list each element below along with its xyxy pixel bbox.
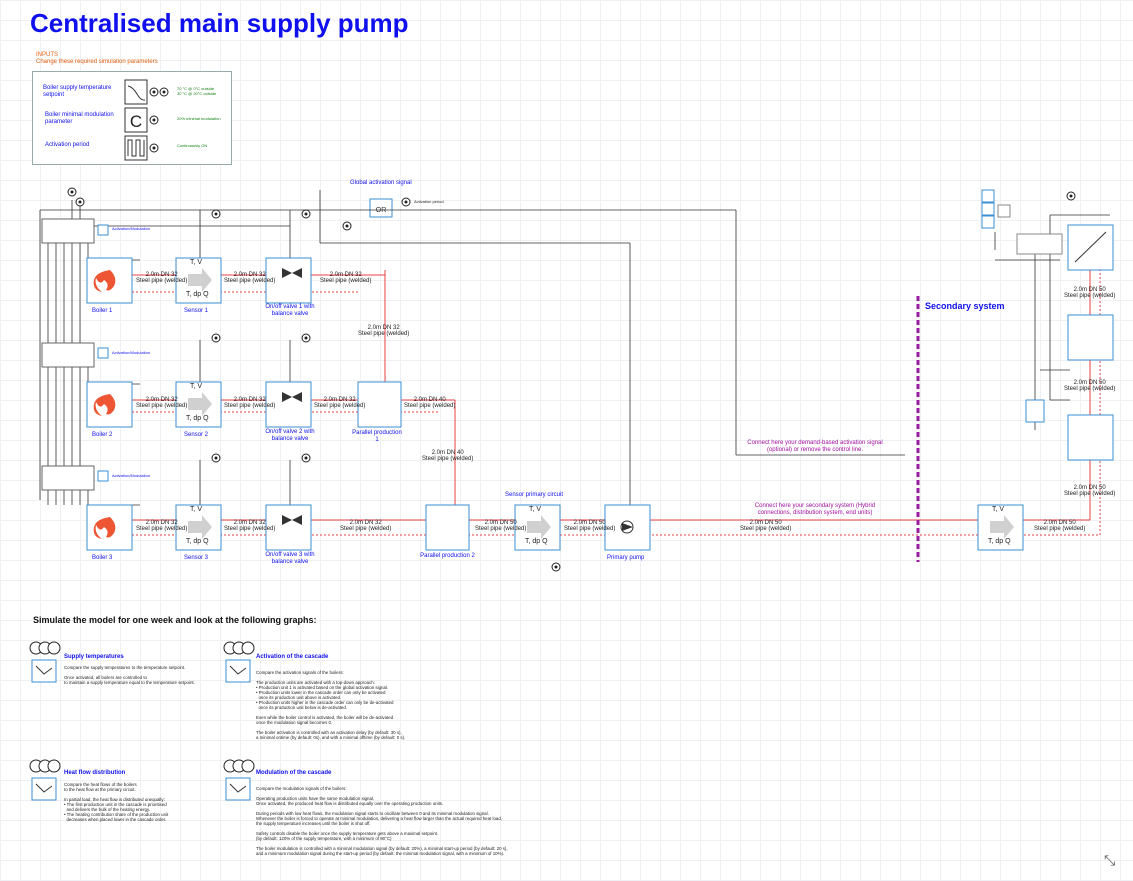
control-connectors[interactable] (67, 187, 1076, 572)
sensor-symbol: T, dp Q (988, 538, 1011, 545)
inputs-header: INPUTS Change these required simulation … (36, 52, 158, 66)
valve-label-3: On/off valve 3 with balance valve (265, 552, 315, 565)
controller-text-3: Activation/Modulation (112, 473, 151, 478)
card-desc-heatflow: Compare the heat flows of the boilers to… (64, 782, 169, 822)
control-lines (39, 190, 1110, 540)
boiler-label-3: Boiler 3 (92, 555, 113, 561)
return-lines (100, 245, 1101, 536)
connect-secondary-note: Connect here your secondary system (Hybr… (754, 503, 876, 516)
controller-text-2: Activation/Modulation (112, 350, 151, 355)
controller-text-1: Activation/Modulation (112, 226, 151, 231)
parallel-label-2: Parallel production 2 (420, 553, 475, 559)
input-blocks: C (124, 79, 169, 161)
graph-icon-modulation[interactable] (222, 758, 256, 804)
sensor-symbol: T, V (190, 506, 203, 513)
card-desc-activation: Compare the activation signals of the bo… (256, 670, 406, 740)
graph-icon-heatflow[interactable] (28, 758, 62, 804)
graph-icon-supply[interactable] (28, 640, 62, 686)
input-label-setpoint: Boiler supply temperature setpoint (43, 85, 112, 98)
boiler-row-2 (86, 381, 402, 428)
card-title-heatflow: Heat flow distribution (64, 770, 126, 776)
graph-icon-activation[interactable] (222, 640, 256, 686)
curve-icon[interactable] (124, 79, 169, 105)
sensor-label-3: Sensor 3 (184, 555, 209, 561)
parallel-label-1: Parallel production 1 (352, 430, 402, 443)
activation-period-tag: Activation period (414, 199, 444, 204)
valve-label-1: On/off valve 1 with balance valve (265, 304, 315, 317)
primary-pump-label: Primary pump (607, 555, 645, 561)
boiler-controllers[interactable] (41, 218, 109, 491)
sensor-primary-label: Sensor primary circuit (505, 492, 564, 498)
valve-label-2: On/off valve 2 with balance valve (265, 429, 315, 442)
sensor-symbol: T, V (992, 506, 1005, 513)
page-title: Centralised main supply pump (30, 8, 409, 38)
secondary-blocks (981, 189, 1114, 461)
global-activation-block[interactable]: OR (369, 198, 393, 218)
sensor-symbol: T, V (529, 506, 542, 513)
secondary-system-label: Secondary system (925, 301, 1005, 311)
input-label-activation: Activation period (45, 142, 90, 148)
sensor-label-1: Sensor 1 (184, 308, 209, 314)
input-value-activation: Continuously ON (177, 143, 208, 148)
input-label-modulation: Boiler minimal modulation parameter (45, 112, 114, 125)
card-title-modulation: Modulation of the cascade (256, 770, 332, 776)
card-desc-modulation: Compare the modulation signals of the bo… (256, 786, 508, 856)
inputs-panel: Boiler supply temperature setpoint Boile… (32, 71, 232, 165)
flame-icon (93, 270, 116, 292)
svg-text:OR: OR (376, 207, 387, 214)
card-title-activation: Activation of the cascade (256, 654, 329, 660)
pulse-icon[interactable] (124, 135, 159, 161)
sensor-symbol: T, dp Q (186, 415, 209, 422)
input-value-setpoint: 70 °C @ 0°C outside 30 °C @ 20°C outside (177, 86, 217, 96)
valve-icon (282, 268, 292, 278)
sensor-symbol: T, dp Q (186, 538, 209, 545)
sensor-symbol: T, dp Q (186, 291, 209, 298)
boiler-row-1 (86, 257, 312, 304)
sensor-arrows (188, 268, 1014, 539)
inputs-header-title: INPUTS (36, 52, 59, 58)
collapse-icon[interactable]: ⤡ (1104, 852, 1116, 868)
boiler-label-1: Boiler 1 (92, 308, 113, 314)
sensor-symbol: T, dp Q (525, 538, 548, 545)
sensor-label-2: Sensor 2 (184, 432, 209, 438)
input-value-modulation: 20% minimal modulation (177, 116, 221, 121)
connect-activation-note: Connect here your demand-based activatio… (747, 440, 883, 453)
simulate-instruction: Simulate the model for one week and look… (33, 615, 317, 625)
supply-lines (90, 245, 1091, 521)
sensor-symbol: T, V (190, 383, 203, 390)
global-activation-label: Global activation signal (350, 180, 412, 186)
svg-text:C: C (130, 112, 142, 131)
inputs-header-subtitle: Change these required simulation paramet… (36, 59, 158, 65)
boiler-label-2: Boiler 2 (92, 432, 113, 438)
constant-icon[interactable]: C (124, 107, 159, 133)
sensor-symbol: T, V (190, 259, 203, 266)
card-title-supply: Supply temperatures (64, 654, 124, 660)
card-desc-supply: Compare the supply temperatures to the t… (64, 665, 195, 685)
